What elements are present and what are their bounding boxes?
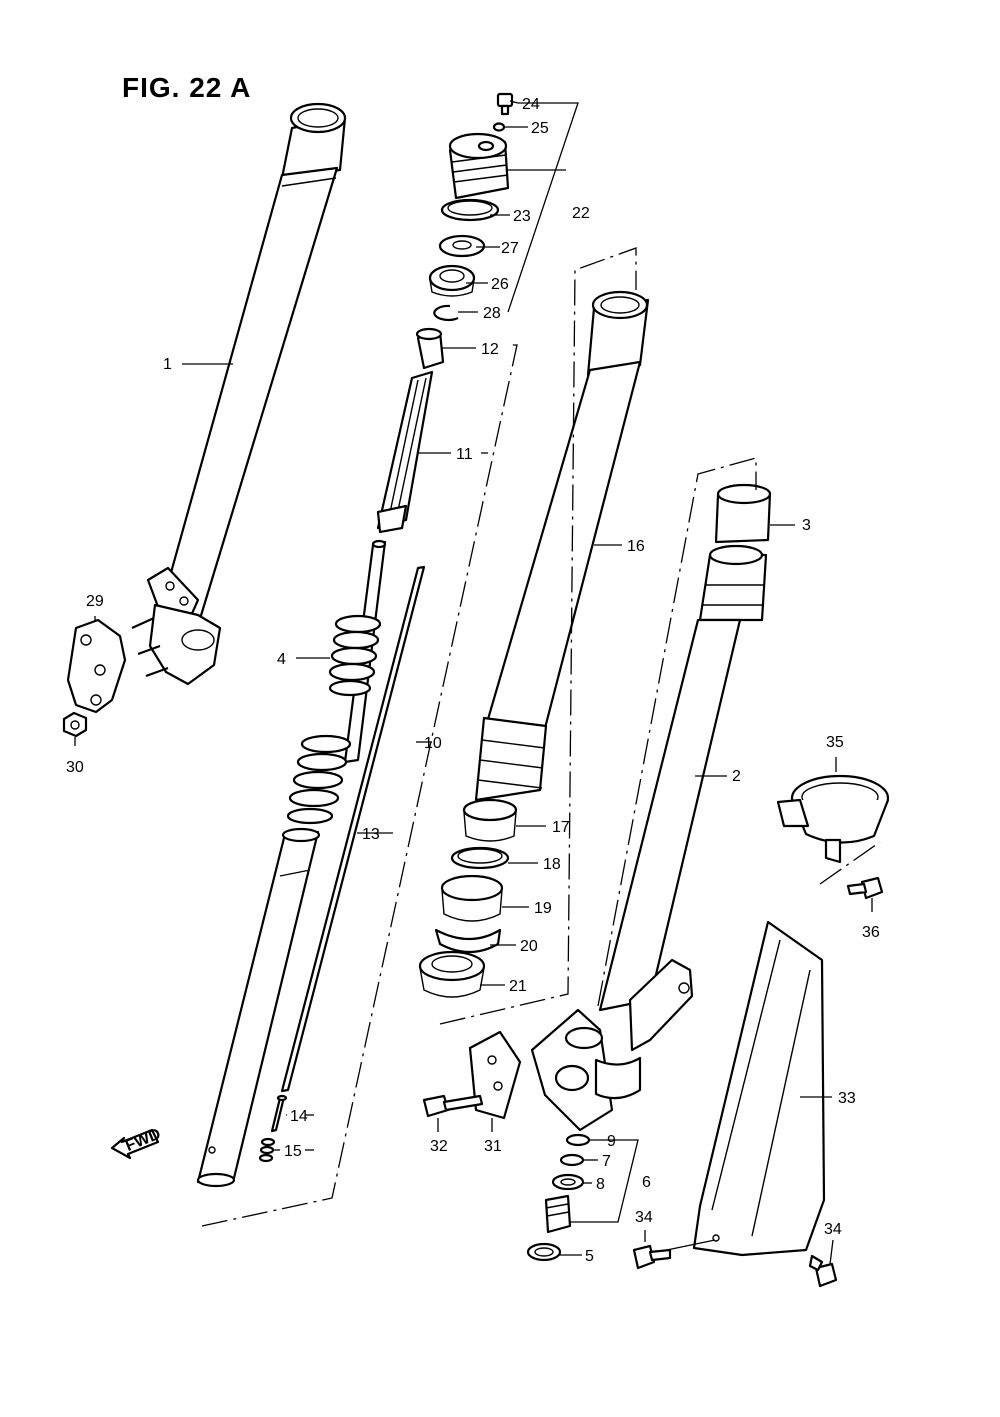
part-28-circlip	[433, 304, 459, 322]
callout-22: 22	[572, 205, 590, 222]
part-22-fork-cap	[448, 132, 510, 200]
callout-35: 35	[826, 734, 844, 751]
leader-lines	[74, 100, 873, 1265]
callout-34-left: 34	[635, 1209, 653, 1226]
part-10-outer-tube	[196, 827, 321, 1188]
part-35-clamp	[776, 774, 890, 864]
callout-23: 23	[513, 208, 531, 225]
part-30-nut	[62, 711, 88, 738]
part-36-bolt	[846, 876, 884, 900]
part-14-needle	[270, 1094, 288, 1133]
fwd-label: FWD	[123, 1126, 163, 1155]
part-27-washer	[438, 234, 486, 258]
part-9-washer	[565, 1133, 591, 1147]
callout-27: 27	[501, 240, 519, 257]
callout-10: 10	[424, 735, 442, 752]
callout-14: 14	[290, 1108, 308, 1125]
callout-28: 28	[483, 305, 501, 322]
callout-20: 20	[520, 938, 538, 955]
callout-31: 31	[484, 1138, 502, 1155]
callout-17: 17	[552, 819, 570, 836]
part-25-washer	[492, 122, 506, 132]
part-12-rod-cap	[415, 327, 445, 370]
callout-26: 26	[491, 276, 509, 293]
callout-13: 13	[362, 826, 380, 843]
assembly-lines	[201, 247, 881, 1227]
part-32-bolt	[422, 1094, 484, 1118]
part-23-o-ring	[440, 198, 500, 222]
callout-labels: 1 2 3 4 5 6 7 8 9 10 11 12 13 14 15 16 1…	[66, 96, 880, 1265]
callout-34-right: 34	[824, 1221, 842, 1238]
part-20-stopper-ring	[434, 928, 502, 954]
callout-33: 33	[838, 1090, 856, 1107]
part-4-damper-rod	[286, 539, 387, 825]
callout-18: 18	[543, 856, 561, 873]
part-6-bolt	[544, 1194, 572, 1234]
part-17-bushing	[462, 798, 518, 842]
part-5-washer	[526, 1242, 562, 1262]
axle-bracket	[530, 958, 694, 1132]
part-29-axle-holder	[66, 566, 222, 714]
callout-2: 2	[732, 768, 741, 785]
part-16-inner-tube	[474, 290, 650, 802]
callout-3: 3	[802, 517, 811, 534]
callout-19: 19	[534, 900, 552, 917]
part-33-fork-guard	[692, 920, 826, 1257]
part-2-outer-tube	[598, 544, 768, 1012]
callout-1: 1	[163, 356, 172, 373]
callout-32: 32	[430, 1138, 448, 1155]
callout-24: 24	[522, 96, 540, 113]
callout-9: 9	[607, 1133, 616, 1150]
callout-15: 15	[284, 1143, 302, 1160]
callout-16: 16	[627, 538, 645, 555]
part-21-dust-seal	[418, 950, 486, 998]
callout-7: 7	[602, 1153, 611, 1170]
callout-29: 29	[86, 593, 104, 610]
callout-21: 21	[509, 978, 527, 995]
part-26-spring-guide	[428, 264, 476, 297]
fwd-arrow: FWD	[110, 1126, 163, 1160]
callout-5: 5	[585, 1248, 594, 1265]
figure-title: FIG. 22 A	[122, 72, 252, 103]
part-19-oil-seal	[440, 874, 504, 922]
callout-4: 4	[277, 651, 286, 668]
part-34-bolt-b	[808, 1254, 838, 1288]
part-34-bolt-a	[632, 1244, 672, 1270]
callout-12: 12	[481, 341, 499, 358]
part-18-washer	[450, 846, 510, 870]
part-13-rod	[280, 565, 426, 1093]
callout-11: 11	[456, 446, 473, 463]
callout-8: 8	[596, 1176, 605, 1193]
part-1-inner-tube	[158, 102, 347, 634]
callout-25: 25	[531, 120, 549, 137]
part-3-bushing	[714, 483, 772, 544]
part-8-washer	[551, 1173, 585, 1191]
callout-30: 30	[66, 759, 84, 776]
callout-6: 6	[642, 1174, 651, 1191]
part-15-spring	[258, 1137, 276, 1163]
callout-36: 36	[862, 924, 880, 941]
part-7-o-ring	[559, 1153, 585, 1167]
part-11-bushing	[376, 370, 434, 534]
part-24-bolt	[496, 92, 514, 116]
